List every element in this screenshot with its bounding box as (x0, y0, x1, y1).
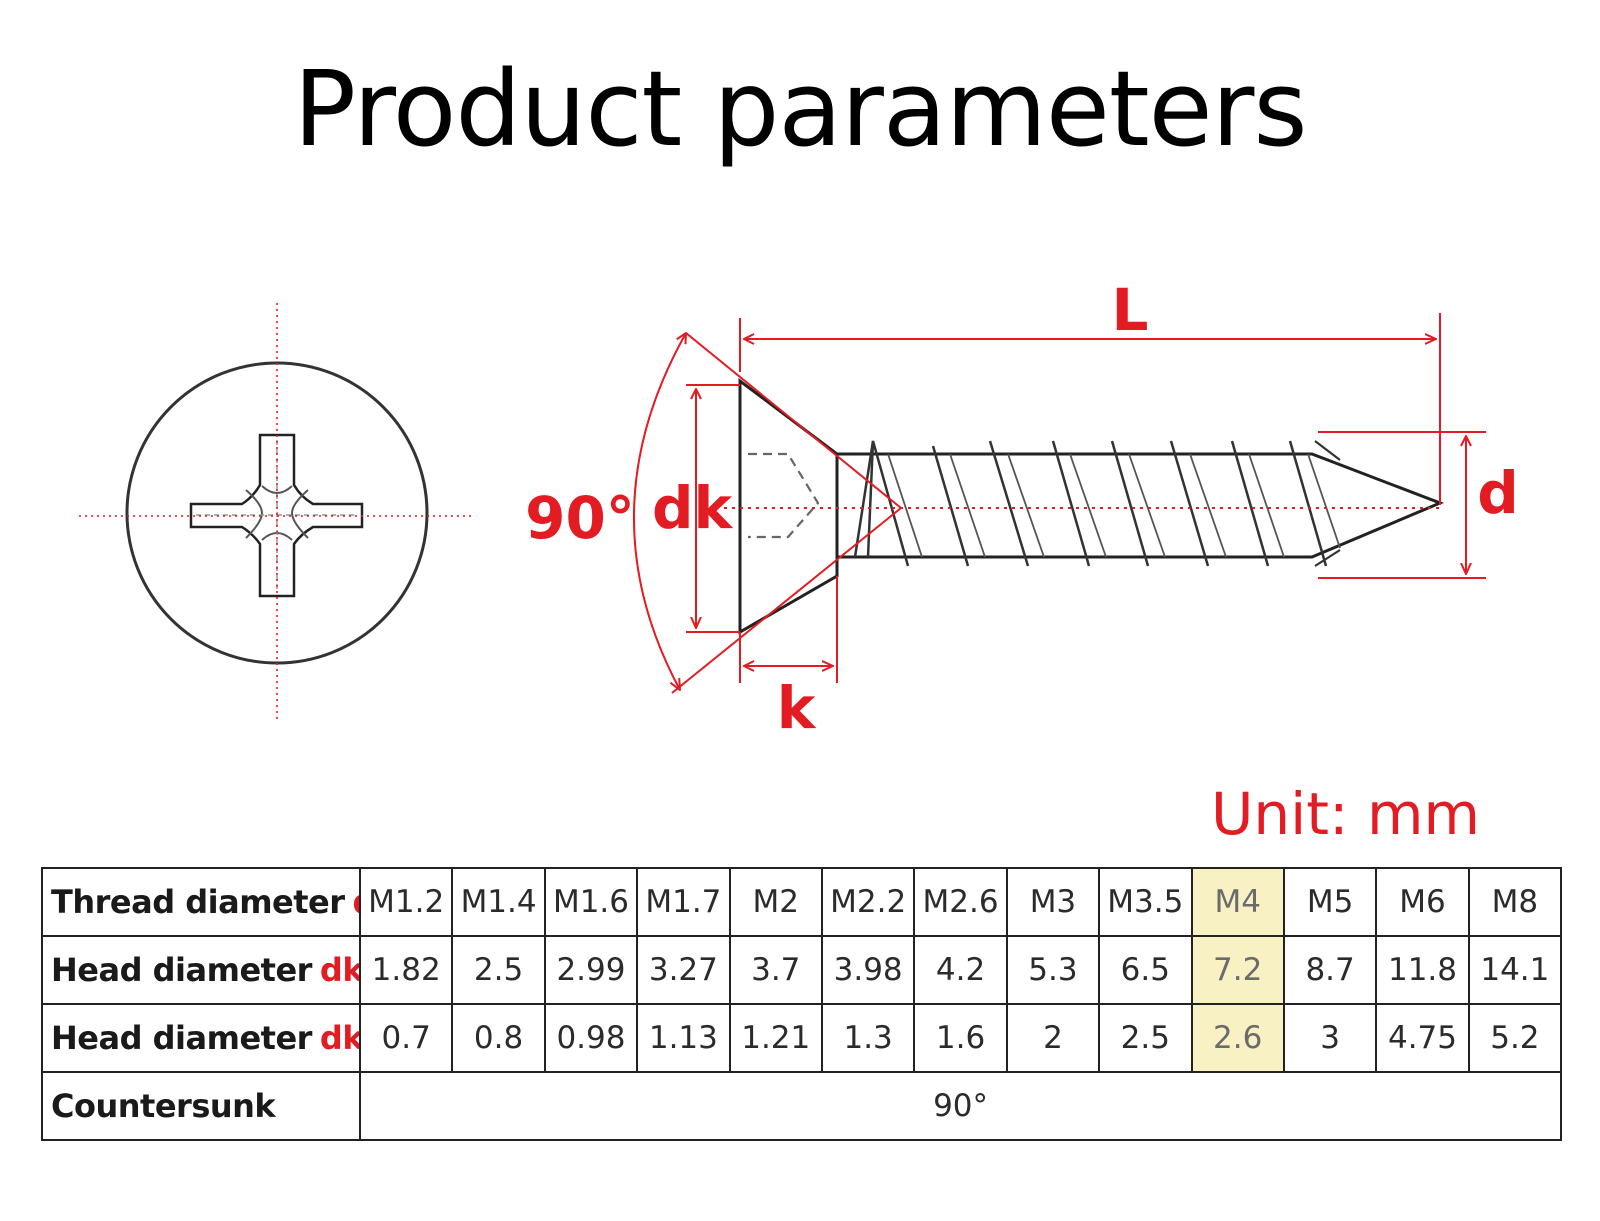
angle-label: 90° (525, 484, 635, 552)
table-cell: M2 (728, 867, 823, 937)
screw-side-view (724, 377, 1445, 635)
table-cell: 3.27 (636, 935, 731, 1005)
row-label-text: Head diameter (51, 1019, 312, 1057)
table-cell: 2 (1005, 1003, 1101, 1073)
table-cell: 0.98 (543, 1003, 639, 1073)
dimension-lines (633, 313, 1486, 694)
table-cell: 1.82 (358, 935, 454, 1005)
parameters-table: Thread diameterdM1.2M1.4M1.6M1.7M2M2.2M2… (41, 867, 1563, 1141)
row-label-text: Head diameter (51, 951, 312, 989)
head-height-label: k (777, 674, 817, 742)
table-cell: 4.2 (913, 935, 1008, 1005)
table-cell: M2.2 (820, 867, 916, 937)
table-cell: 8.7 (1282, 935, 1378, 1005)
thread-diameter-label: d (1477, 459, 1519, 527)
table-cell: M1.7 (636, 867, 731, 937)
table-cell: M1.2 (358, 867, 454, 937)
table-cell: M6 (1375, 867, 1470, 937)
page-title: Product parameters (293, 48, 1307, 170)
table-cell: M1.6 (543, 867, 639, 937)
table-cell: 6.5 (1098, 935, 1193, 1005)
table-cell: 14.1 (1467, 935, 1563, 1005)
table-cell: 3.7 (728, 935, 823, 1005)
table-cell: 11.8 (1375, 935, 1470, 1005)
table-cell: 1.3 (820, 1003, 916, 1073)
table-cell: M4 (1190, 867, 1285, 937)
table-cell: 4.75 (1375, 1003, 1470, 1073)
table-cell: 2.5 (451, 935, 546, 1005)
table-cell: 7.2 (1190, 935, 1285, 1005)
length-label: L (1112, 276, 1149, 344)
countersunk-label: Countersunk (41, 1071, 361, 1141)
table-cell: 0.7 (358, 1003, 454, 1073)
table-cell: M1.4 (451, 867, 546, 937)
dimension-labels: L 90° dk k d (525, 276, 1519, 742)
row-symbol: d (353, 883, 358, 921)
unit-label: Unit: mm (1210, 780, 1480, 848)
table-cell: 3 (1282, 1003, 1378, 1073)
table-cell: M2.6 (913, 867, 1008, 937)
countersunk-value: 90° (358, 1071, 1563, 1141)
table-cell: M3 (1005, 867, 1101, 937)
row-symbol: dk (319, 1019, 360, 1057)
table-cell: 1.21 (728, 1003, 823, 1073)
table-cell: 1.6 (913, 1003, 1008, 1073)
table-cell: 5.2 (1467, 1003, 1563, 1073)
row-label-text: Thread diameter (51, 883, 345, 921)
table-cell: 5.3 (1005, 935, 1101, 1005)
countersunk-row: Countersunk 90° (41, 1071, 1563, 1141)
head-top-view (79, 303, 475, 722)
table-cell: 2.5 (1098, 1003, 1193, 1073)
table-cell: 0.8 (451, 1003, 546, 1073)
table-cell: 3.98 (820, 935, 916, 1005)
thread-diameter-row: Thread diameterdM1.2M1.4M1.6M1.7M2M2.2M2… (41, 867, 1563, 937)
table-cell: 2.99 (543, 935, 639, 1005)
table-cell: M3.5 (1098, 867, 1193, 937)
row-symbol: dk (319, 951, 360, 989)
head-diameter-label: dk (652, 474, 734, 542)
table-cell: M5 (1282, 867, 1378, 937)
table-cell: 1.13 (636, 1003, 731, 1073)
table-cell: 2.6 (1190, 1003, 1285, 1073)
table-cell: M8 (1467, 867, 1563, 937)
screw-drawing: L 90° dk k d (79, 276, 1519, 742)
parameters-table-body: Thread diameterdM1.2M1.4M1.6M1.7M2M2.2M2… (41, 867, 1563, 1141)
